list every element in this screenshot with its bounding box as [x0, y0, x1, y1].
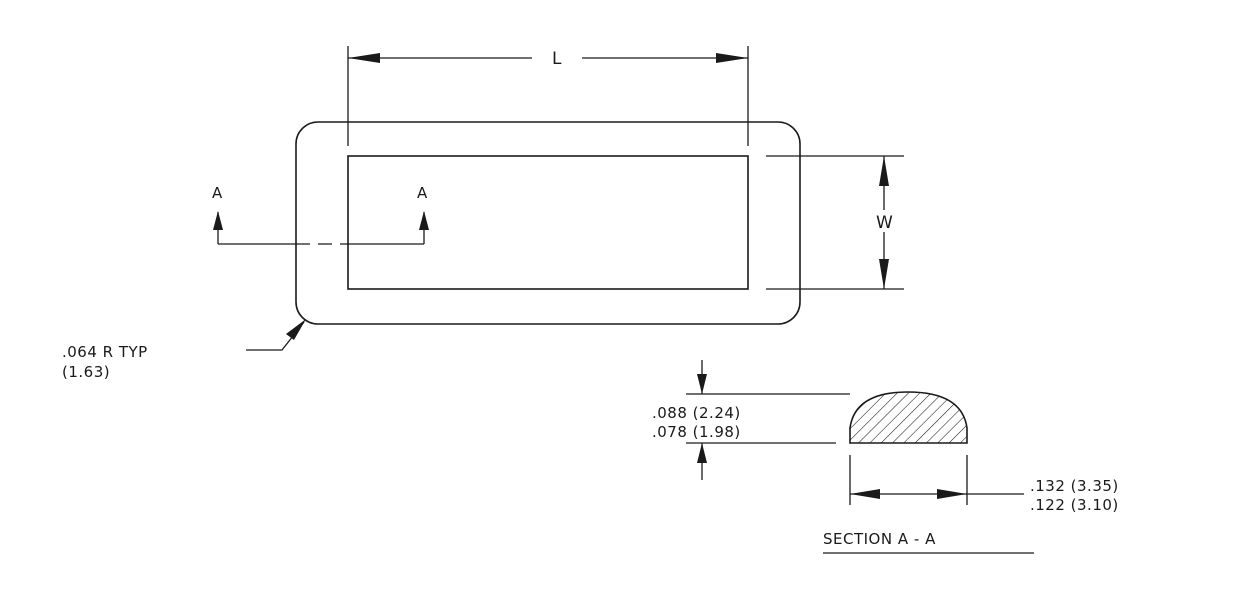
- radius-leader-arrow: [286, 319, 306, 340]
- height-label-max: .088 (2.24): [652, 404, 741, 422]
- width-dimension: W: [766, 155, 904, 290]
- height-arrow-top: [697, 374, 707, 394]
- section-width-dimension: .132 (3.35) .122 (3.10): [849, 455, 1119, 514]
- gasket-inner-opening: [347, 155, 749, 290]
- section-width-label-min: .122 (3.10): [1030, 496, 1119, 514]
- section-profile-outline: [849, 391, 968, 444]
- radius-label-mm: (1.63): [62, 363, 110, 381]
- gasket-outer-edge: [295, 121, 801, 325]
- section-width-label-max: .132 (3.35): [1030, 477, 1119, 495]
- length-arrow-right: [716, 53, 748, 63]
- length-label: L: [552, 49, 562, 69]
- height-arrow-bottom: [697, 443, 707, 463]
- section-mark-left: A: [212, 184, 223, 202]
- section-profile: [849, 391, 968, 444]
- section-width-arrow-right: [937, 489, 967, 499]
- height-label-min: .078 (1.98): [652, 423, 741, 441]
- section-hatch-fill: [850, 392, 967, 443]
- section-arrow-right: [419, 211, 429, 230]
- section-mark-right: A: [417, 184, 428, 202]
- width-arrow-top: [879, 156, 889, 186]
- section-height-dimension: .088 (2.24) .078 (1.98): [652, 360, 850, 480]
- section-cut-line: A A: [212, 184, 429, 245]
- length-arrow-left: [348, 53, 380, 63]
- section-title: SECTION A - A: [823, 530, 936, 548]
- corner-radius-callout: .064 R TYP (1.63): [62, 319, 306, 381]
- section-title-block: SECTION A - A: [823, 530, 1034, 554]
- section-width-arrow-left: [850, 489, 880, 499]
- gasket-plan-view: [295, 121, 801, 325]
- section-arrow-left: [213, 211, 223, 230]
- radius-label-inch: .064 R TYP: [62, 343, 148, 361]
- width-arrow-bottom: [879, 259, 889, 289]
- width-label: W: [876, 213, 893, 233]
- length-dimension: L: [347, 46, 749, 146]
